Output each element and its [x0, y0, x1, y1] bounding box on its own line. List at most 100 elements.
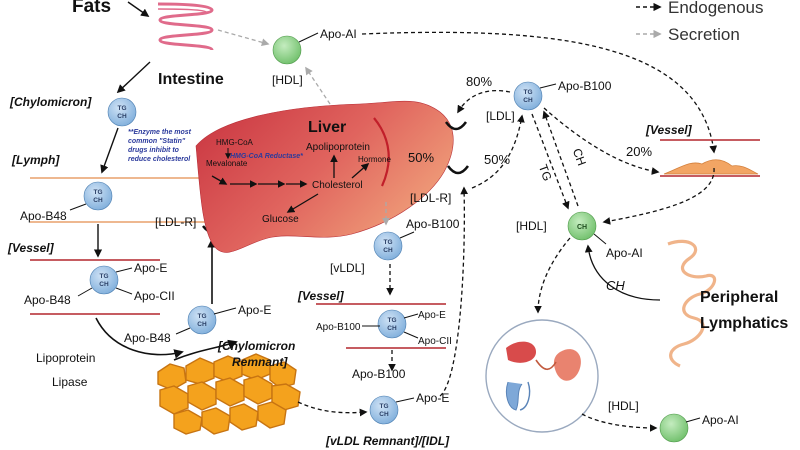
apo-stem — [685, 417, 701, 423]
ch-periph-label: CH — [606, 278, 625, 293]
glucose-label: Glucose — [262, 214, 299, 225]
chylomicron-label: [Chylomicron] — [9, 95, 92, 109]
vessel-mid-label: [Vessel] — [297, 289, 345, 303]
legend-secretion: Secretion — [668, 25, 740, 44]
vessel-plaque-icon — [663, 159, 759, 175]
apo-b100-vldl-label: Apo-B100 — [406, 217, 460, 231]
idl-to-liver-arrow — [439, 186, 469, 397]
ldlr-left-label: [LDL-R] — [155, 215, 196, 229]
intestine-to-chylomicron-arrow — [116, 61, 151, 94]
chylomicron-to-lymph-arrow — [100, 127, 119, 174]
peripheral-label-1: Peripheral — [700, 289, 778, 306]
chylomicron-particle: TG CH — [107, 97, 137, 127]
mevalonate-label: Mevalonate — [206, 159, 248, 168]
svg-text:TG: TG — [197, 313, 206, 320]
organs-icon — [505, 341, 581, 411]
hdl-to-tissue-arrow — [534, 237, 571, 314]
ldlr-right-label: [LDL-R] — [410, 191, 451, 205]
svg-text:CH: CH — [99, 281, 109, 288]
svg-text:TG: TG — [379, 403, 388, 410]
lymph-particle: TG CH — [83, 181, 113, 211]
apo-b48-lymph-label: Apo-B48 — [20, 209, 67, 223]
apolipoprotein-label: Apolipoprotein — [306, 142, 370, 153]
liver-lobe-fissure — [373, 117, 390, 187]
apo-b100-ldl-label: Apo-B100 — [558, 79, 612, 93]
svg-text:drugs inhibit to: drugs inhibit to — [128, 147, 180, 154]
svg-text:CH: CH — [117, 113, 127, 120]
apo-stem — [213, 307, 237, 315]
svg-text:TG: TG — [523, 89, 532, 96]
tissue-to-hdl-arrow — [581, 413, 658, 432]
apo-ai-top-label: Apo-AI — [320, 27, 357, 41]
apo-e-remnant-label: Apo-E — [238, 303, 271, 317]
lymph-label: [Lymph] — [11, 153, 60, 167]
idl-particle: TG CH — [369, 395, 399, 425]
svg-text:TG: TG — [93, 189, 102, 196]
ldl-receptor-right-top-icon — [444, 121, 468, 131]
hdl-bottom-label: [HDL] — [608, 399, 639, 413]
hmg-reductase-label: HMG-CoA Reductase* — [230, 153, 303, 160]
intestine-icon — [157, 2, 214, 52]
svg-text:CH: CH — [523, 97, 533, 104]
apo-ai-bottom-label: Apo-AI — [702, 413, 739, 427]
apo-stem — [115, 267, 133, 273]
svg-text:CH: CH — [383, 247, 393, 254]
apo-stem — [399, 231, 415, 239]
apo-ai-to-vessel-arrow — [361, 31, 718, 154]
apo-ai-mid-label: Apo-AI — [606, 246, 643, 260]
lipoprotein-lipase-label-1: Lipoprotein — [36, 351, 95, 365]
hdl-mid-label: [HDL] — [516, 219, 547, 233]
apo-b48-vessel-label: Apo-B48 — [24, 293, 71, 307]
hormone-label: Hormone — [358, 155, 391, 164]
cholesterol-label: Cholesterol — [312, 180, 363, 191]
tissue-circle — [485, 319, 599, 433]
svg-text:**Enzyme the most: **Enzyme the most — [128, 129, 192, 136]
cholesterol-to-hormone-arrow — [351, 162, 370, 179]
apo-stem — [77, 287, 93, 297]
fats-arrow — [127, 1, 150, 17]
pct-20-label: 20% — [626, 144, 652, 159]
hdl-top-label: [HDL] — [272, 73, 303, 87]
ldl-to-vessel-20pct-arrow — [543, 107, 660, 175]
vessel-left-particle: TG CH — [89, 265, 119, 295]
vldl-label: [vLDL] — [330, 261, 365, 275]
svg-text:reduce cholesterol: reduce cholesterol — [128, 156, 191, 163]
hdl-bottom-particle — [659, 413, 689, 443]
vldl-particle: TG CH — [373, 231, 403, 261]
vessel-to-remnant-arrow — [95, 317, 184, 359]
svg-text:TG: TG — [117, 105, 126, 112]
statin-note: **Enzyme the most common "Statin" drugs … — [128, 129, 192, 163]
legend-endogenous: Endogenous — [668, 0, 763, 17]
pct-50-left-label: 50% — [408, 150, 434, 165]
chylomicron-remnant-label-1: [Chylomicron — [217, 339, 295, 353]
apo-stem — [115, 287, 133, 295]
mevalonate-arrow — [211, 175, 228, 185]
ldl-to-hdl-tg-arrow — [531, 113, 570, 210]
ldl-particle: TG CH — [513, 81, 543, 111]
apo-stem — [403, 331, 419, 339]
vessel-mid-particle: TG CH — [377, 309, 407, 339]
apo-cii-vessel-label: Apo-CII — [134, 289, 175, 303]
hdl-to-ldl-ch-arrow — [542, 110, 579, 207]
svg-text:CH: CH — [93, 197, 103, 204]
vldl-remnant-label: [vLDL Remnant]/[IDL] — [325, 434, 450, 448]
ldl-label: [LDL] — [486, 109, 515, 123]
svg-text:TG: TG — [99, 273, 108, 280]
apo-stem — [69, 203, 87, 211]
ldl-80pct-arrow — [457, 89, 511, 114]
legend: Endogenous Secretion — [636, 0, 763, 44]
liver-label: Liver — [308, 119, 346, 136]
svg-text:common "Statin": common "Statin" — [128, 138, 186, 145]
apo-e-vessel-label: Apo-E — [134, 261, 167, 275]
svg-text:CH: CH — [379, 411, 389, 418]
apo-cii-mid-label: Apo-CII — [418, 336, 452, 347]
vldl-remnant-to-ldl-arrow — [471, 114, 525, 189]
vessel-right-label: [Vessel] — [645, 123, 693, 137]
peripheral-label-2: Lymphatics — [700, 315, 788, 332]
apo-e-mid-label: Apo-E — [418, 310, 446, 321]
hdl-mid-particle — [567, 211, 597, 241]
apo-stem — [539, 83, 557, 89]
liver-to-hdl-secretion-arrow — [305, 66, 331, 105]
peripheral-to-hdl-arrow — [584, 244, 661, 301]
